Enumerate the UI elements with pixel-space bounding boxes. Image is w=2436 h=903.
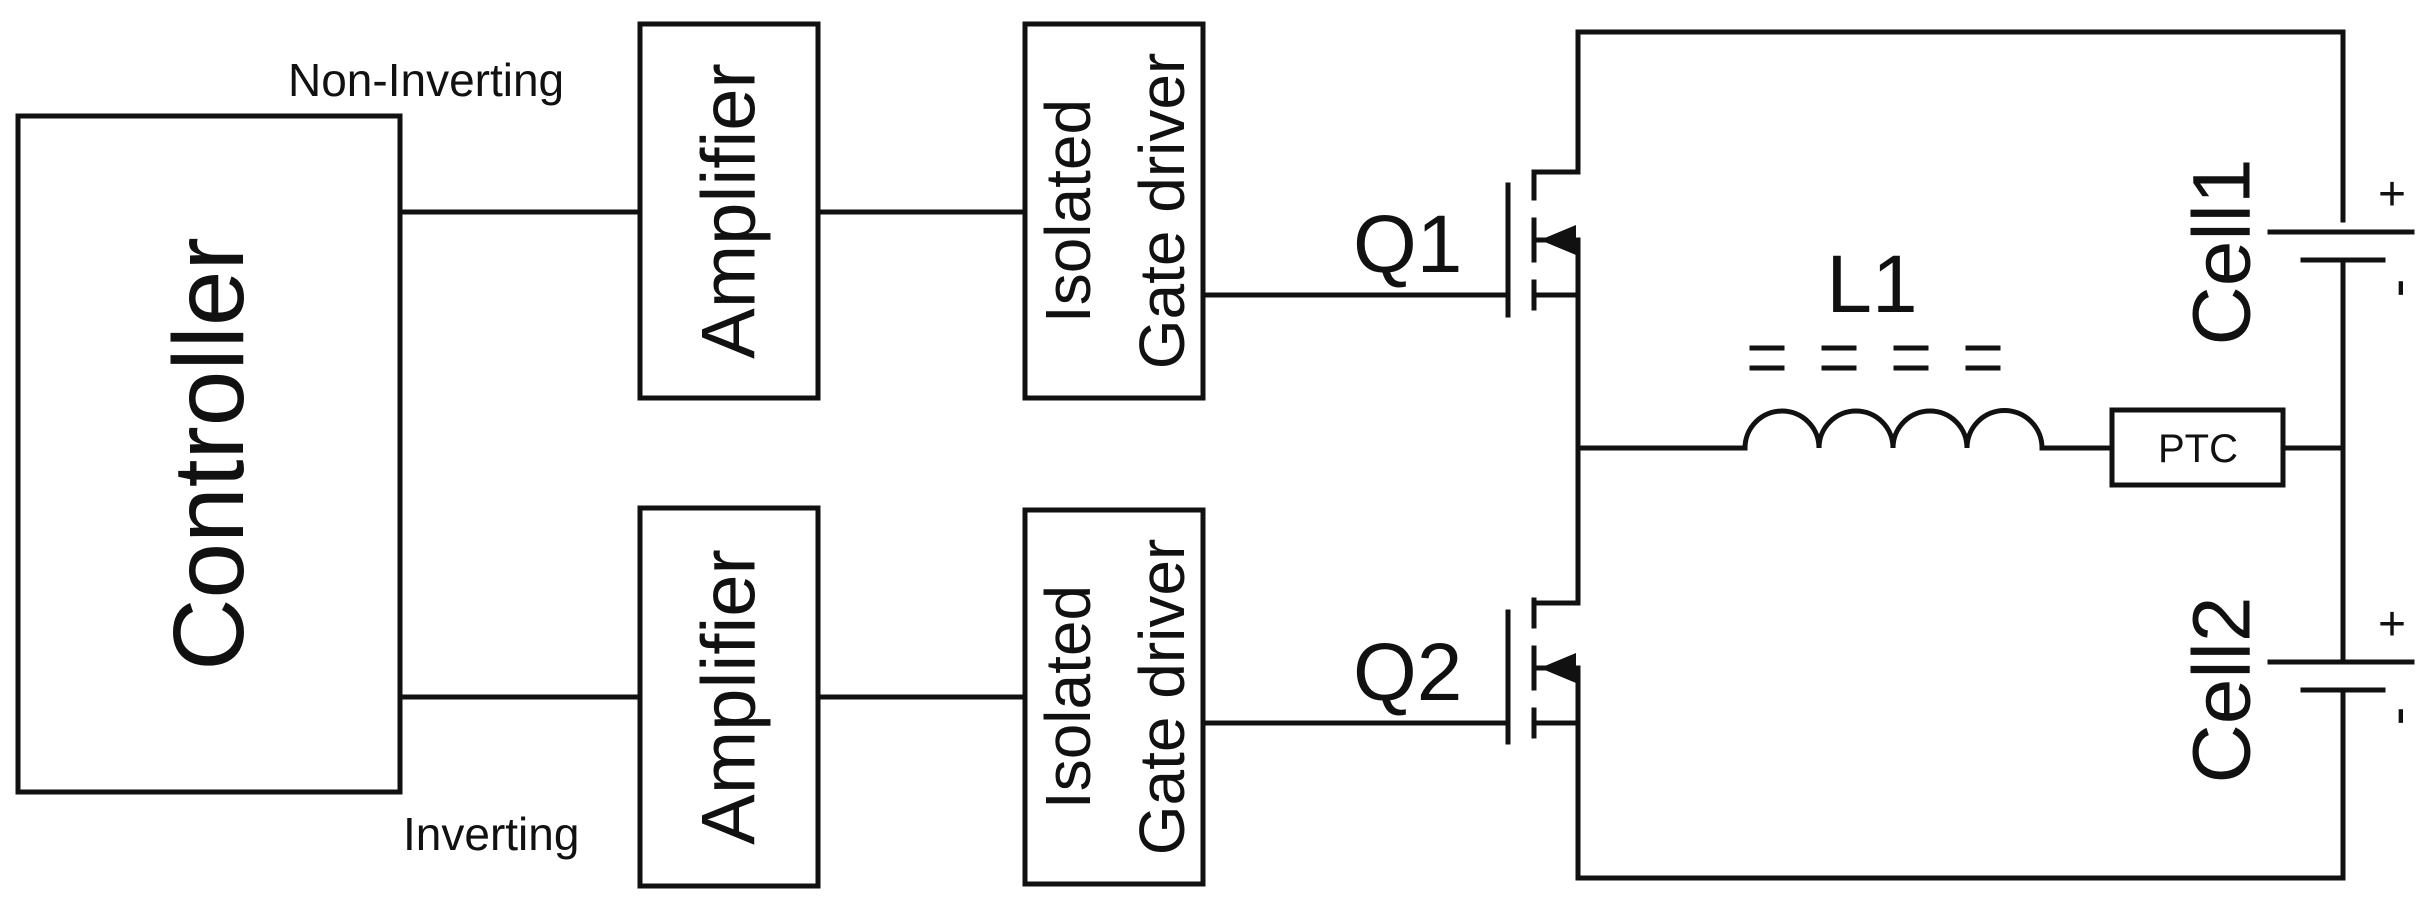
q1-body-diode-arrow xyxy=(1540,225,1576,255)
ptc-label: PTC xyxy=(2158,427,2238,471)
controller-label: Controller xyxy=(153,237,265,671)
gate-driver-bottom-block: Isolated Gate driver xyxy=(1022,507,1206,887)
controller-block: Controller xyxy=(15,113,403,795)
inverting-label: Inverting xyxy=(403,808,579,860)
l1-label: L1 xyxy=(1826,239,1917,330)
amplifier-bottom-block: Amplifier xyxy=(637,505,821,889)
ptc-resistor: PTC xyxy=(2109,407,2286,488)
mosfet-q1: Q1 xyxy=(1353,169,1581,318)
amplifier-top-label: Amplifier xyxy=(687,63,772,359)
gate-driver-top-block: Isolated Gate driver xyxy=(1022,21,1206,401)
battery-cell2: + - Cell2 xyxy=(2177,597,2428,784)
amplifier-bottom-label: Amplifier xyxy=(687,549,772,845)
wiring xyxy=(397,29,2346,881)
gate-driver-bottom-line1: Isolated xyxy=(1032,585,1104,809)
q2-label: Q2 xyxy=(1353,627,1462,718)
wire-top-rail xyxy=(1575,29,2346,223)
non-inverting-label: Non-Inverting xyxy=(288,54,564,106)
cell1-label: Cell1 xyxy=(2177,159,2268,346)
battery-cell1: + - Cell1 xyxy=(2177,159,2428,346)
wire-bottom-rail xyxy=(1575,687,2346,881)
inductor-l1: L1 xyxy=(1742,239,2045,451)
q2-body-diode-arrow xyxy=(1540,653,1576,683)
cell1-plus: + xyxy=(2378,168,2406,221)
gate-driver-top-line1: Isolated xyxy=(1032,99,1104,323)
amplifier-top-block: Amplifier xyxy=(637,21,821,401)
cell2-plus: + xyxy=(2378,598,2406,651)
cell1-minus: - xyxy=(2365,279,2428,298)
cell2-minus: - xyxy=(2365,707,2428,726)
q1-label: Q1 xyxy=(1353,199,1462,290)
gate-driver-bottom-line2: Gate driver xyxy=(1126,539,1198,856)
inductor-core xyxy=(1749,345,2001,371)
cell2-label: Cell2 xyxy=(2177,597,2268,784)
gate-driver-top-line2: Gate driver xyxy=(1126,53,1198,370)
mosfet-q2: Q2 xyxy=(1353,597,1581,745)
